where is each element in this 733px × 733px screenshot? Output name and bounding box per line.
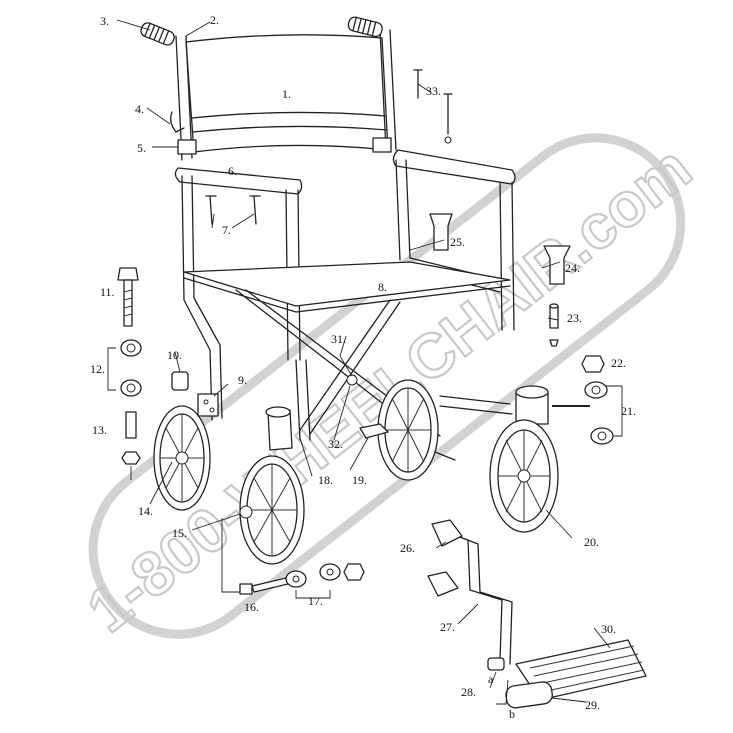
label-23: 23.	[567, 311, 582, 325]
label-5: 5.	[137, 141, 146, 155]
label-8: 8.	[378, 280, 387, 294]
label-9: 9.	[238, 373, 247, 387]
cross-brace	[235, 289, 441, 441]
arm-post-right	[499, 181, 515, 331]
label-1: 1.	[282, 87, 291, 101]
backrest	[185, 34, 389, 153]
label-4: 4.	[135, 102, 144, 116]
caster-wheel-left	[239, 455, 305, 565]
label-3: 3.	[100, 14, 109, 28]
label-16: 16.	[244, 600, 259, 614]
label-24: 24.	[565, 261, 580, 275]
label-15: 15.	[172, 526, 187, 540]
label-26: 26.	[400, 541, 415, 555]
handle-right	[347, 16, 383, 38]
label-30: 30.	[601, 622, 616, 636]
label-13: 13.	[92, 423, 107, 437]
label-14: 14.	[138, 504, 153, 518]
sleeve-24	[543, 245, 571, 285]
bolt-16	[239, 577, 289, 595]
backrest-clamp-right	[372, 137, 392, 153]
nut-22	[581, 355, 605, 373]
bolt-11	[117, 267, 139, 327]
label-21: 21.	[621, 404, 636, 418]
backrest-clamp-left	[177, 139, 197, 155]
label-12: 12.	[90, 362, 105, 376]
wheel-lock	[197, 393, 219, 417]
label-2: 2.	[210, 13, 219, 27]
label-25: 25.	[450, 235, 465, 249]
label-18: 18.	[318, 473, 333, 487]
rear-wheel-right	[377, 379, 439, 481]
label-17: 17.	[308, 594, 323, 608]
label-a: a	[488, 672, 494, 686]
label-32: 32.	[328, 437, 343, 451]
handle-left	[140, 22, 175, 46]
brake-assembly	[171, 371, 189, 391]
caster-wheel-right	[489, 419, 559, 533]
bearings-12	[120, 339, 142, 397]
rear-wheel-left	[153, 405, 211, 511]
label-10: 10.	[167, 348, 182, 362]
label-b: b	[509, 707, 515, 721]
label-6: 6.	[228, 164, 237, 178]
screws-7	[205, 195, 261, 225]
brake-lever	[170, 111, 185, 133]
nut-14	[121, 451, 141, 465]
seat	[183, 261, 511, 307]
footrest-assembly	[427, 519, 647, 709]
label-20: 20.	[584, 535, 599, 549]
label-28: 28.	[461, 685, 476, 699]
label-19: 19.	[352, 473, 367, 487]
spacer-13	[125, 411, 137, 439]
label-22: 22.	[611, 356, 626, 370]
back-post-left	[175, 35, 193, 161]
armrest-left	[174, 167, 303, 195]
bearings-17	[285, 563, 365, 588]
brake-pedal	[359, 423, 389, 439]
label-33: 33.	[426, 84, 441, 98]
back-post-right	[379, 29, 397, 151]
label-31: 31.	[331, 332, 346, 346]
label-7: 7.	[222, 223, 231, 237]
label-11: 11.	[100, 285, 115, 299]
armrest-right	[392, 149, 516, 185]
label-27: 27.	[440, 620, 455, 634]
label-29: 29.	[585, 698, 600, 712]
sleeve-25	[429, 213, 453, 251]
pin-23	[549, 305, 559, 329]
screw-33b	[443, 93, 453, 135]
